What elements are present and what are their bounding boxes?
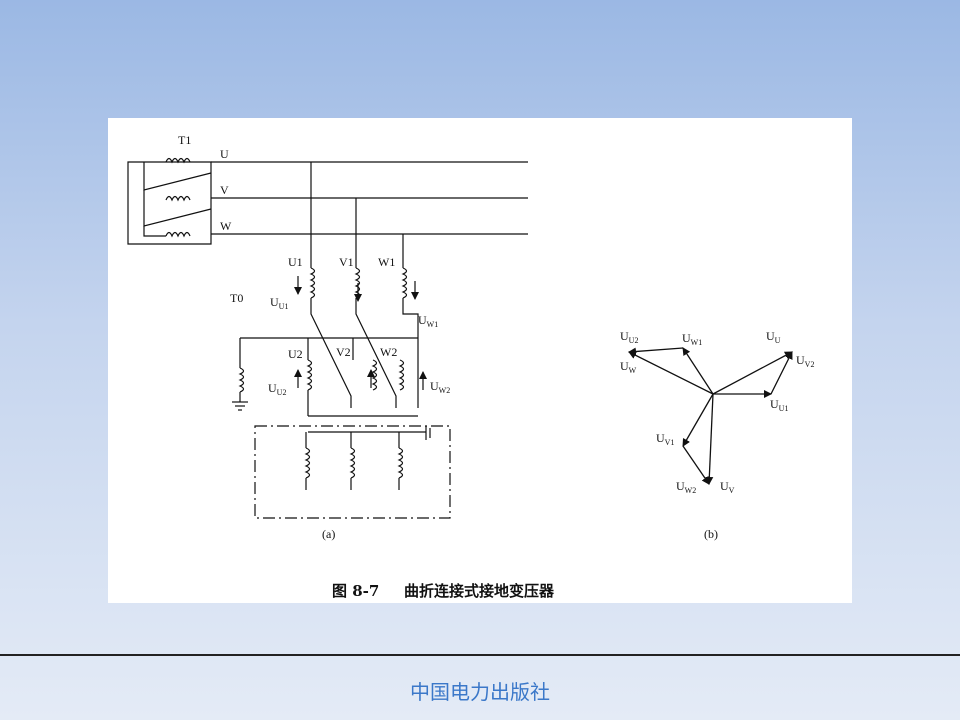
- secondary-enclosure: [254, 425, 451, 519]
- t0-coil-v2: [371, 359, 378, 391]
- label-w2: W2: [380, 345, 397, 359]
- label-t1: T1: [178, 133, 191, 147]
- svg-text:UU1: UU1: [270, 295, 288, 311]
- label-bus-u: U: [220, 147, 229, 161]
- t0-coil-w1: [401, 267, 408, 299]
- t0-coil-v1: [354, 267, 361, 299]
- svg-text:UW2: UW2: [430, 379, 450, 395]
- svg-text:UU: UU: [766, 329, 781, 345]
- svg-text:UW1: UW1: [682, 331, 702, 347]
- circuit-diagram: T1 U V W T0 U1 V1 W1 U2 V2 W2 UU1 UW1 UU…: [127, 133, 814, 600]
- t0-coil-u2: [306, 359, 313, 391]
- svg-text:UW1: UW1: [418, 313, 438, 329]
- voltage-labels-b: UU2 UW UW1 UU UV2 UU1 UV1 UW2 UV: [620, 329, 814, 495]
- ground-coil: [238, 367, 245, 393]
- svg-text:UW: UW: [620, 359, 637, 375]
- secondary-coil-2: [349, 447, 356, 479]
- svg-text:UU2: UU2: [268, 381, 286, 397]
- label-v1: V1: [339, 255, 354, 269]
- svg-text:UW2: UW2: [676, 479, 696, 495]
- phasor-diagram: [628, 347, 793, 485]
- footer-divider: [0, 654, 960, 656]
- t0-coil-u1: [309, 267, 316, 299]
- svg-text:UU1: UU1: [770, 397, 788, 413]
- label-u1: U1: [288, 255, 303, 269]
- svg-text:UV1: UV1: [656, 431, 674, 447]
- voltage-labels-a: UU1 UW1 UU2 UW2: [268, 295, 450, 397]
- t1-coil-v: [165, 195, 191, 202]
- svg-text:UV: UV: [720, 479, 735, 495]
- svg-text:UV2: UV2: [796, 353, 814, 369]
- label-t0: T0: [230, 291, 243, 305]
- publisher-name: 中国电力出版社: [410, 680, 550, 704]
- label-bus-w: W: [220, 219, 232, 233]
- t1-frame: [127, 161, 212, 245]
- figure-panel: T1 U V W T0 U1 V1 W1 U2 V2 W2 UU1 UW1 UU…: [108, 118, 852, 603]
- t1-coil-u: [165, 157, 191, 164]
- caption-title: 曲折连接式接地变压器: [404, 582, 555, 600]
- label-b: (b): [704, 527, 718, 541]
- label-bus-v: V: [220, 183, 229, 197]
- svg-text:UU2: UU2: [620, 329, 638, 345]
- label-a: (a): [322, 527, 335, 541]
- secondary-coil-3: [397, 447, 404, 479]
- secondary-coil-1: [304, 447, 311, 479]
- caption-number: 图 8-7: [332, 582, 379, 600]
- label-u2: U2: [288, 347, 303, 361]
- t1-coil-w: [165, 231, 191, 238]
- t0-coil-w2: [398, 359, 405, 391]
- label-v2: V2: [336, 345, 351, 359]
- label-w1: W1: [378, 255, 395, 269]
